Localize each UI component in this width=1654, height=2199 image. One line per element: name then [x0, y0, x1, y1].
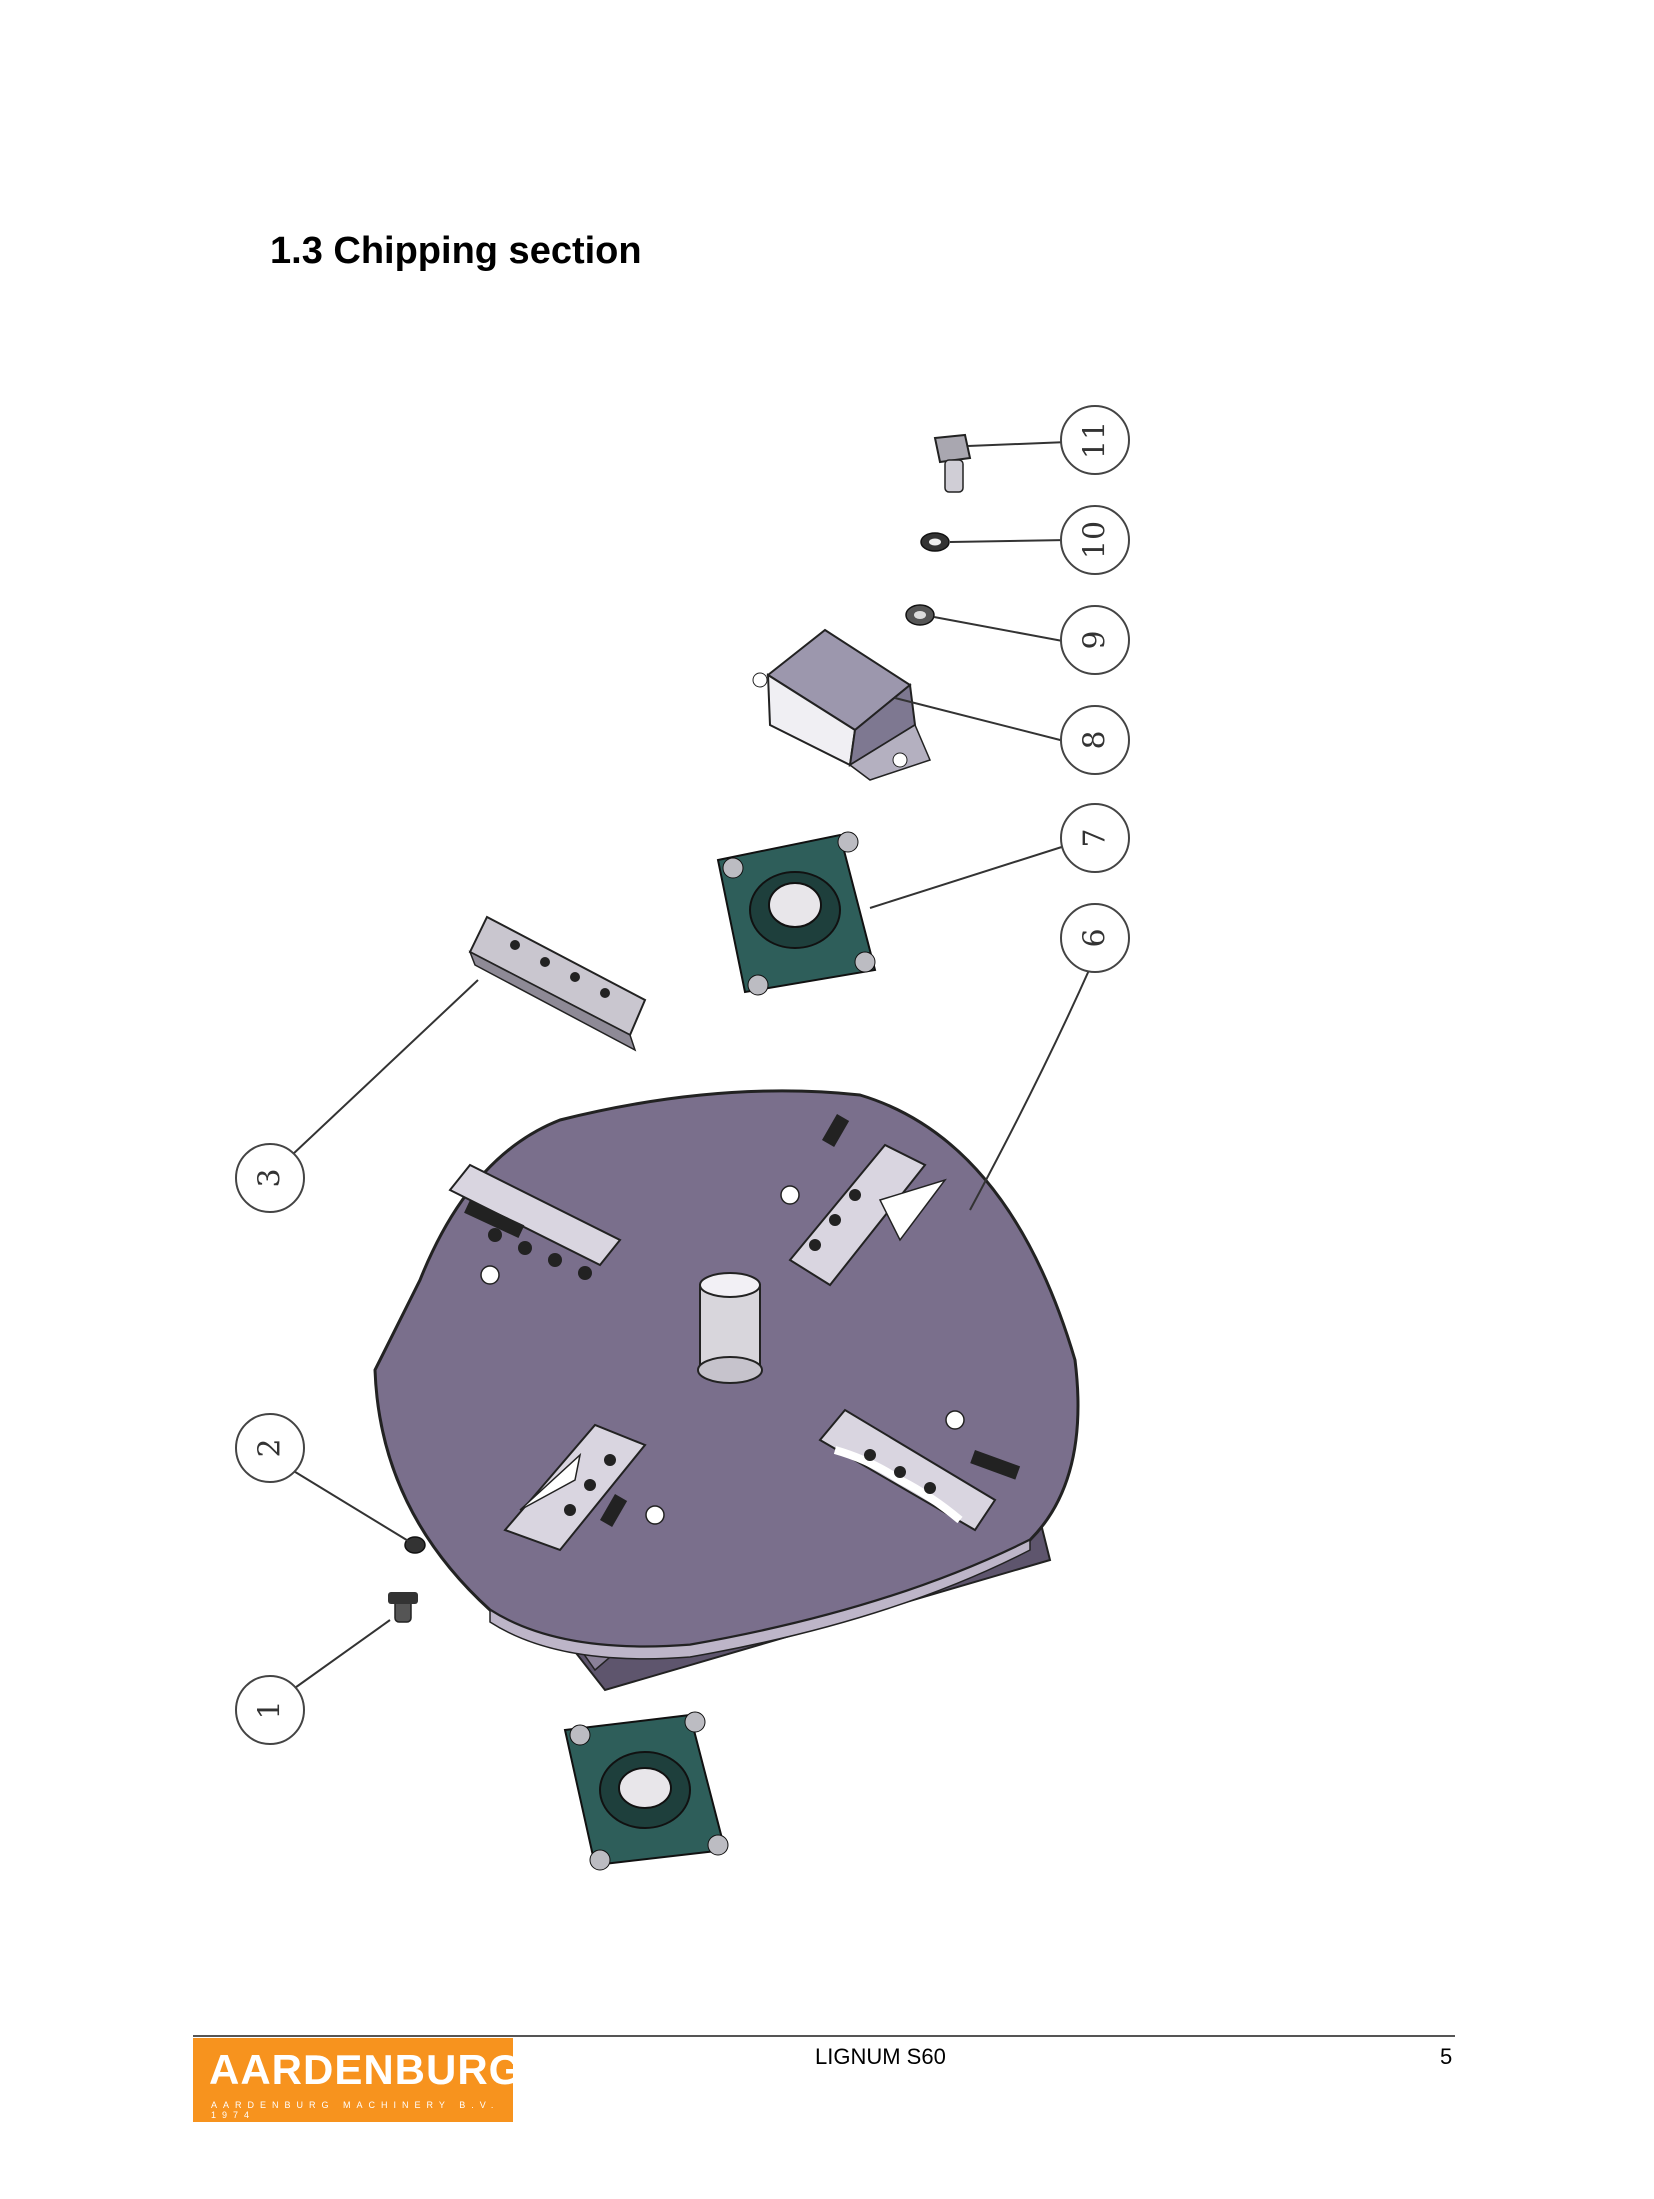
part-7-flange-bearing [716, 831, 877, 996]
callout-9: 9 [1060, 605, 1130, 675]
central-shaft [697, 1272, 763, 1384]
callout-label: 10 [1078, 521, 1113, 559]
section-heading: 1.3 Chipping section [270, 230, 642, 272]
callout-11: 11 [1060, 405, 1130, 475]
callout-2: 2 [235, 1413, 305, 1483]
footer-model: LIGNUM S60 [815, 2044, 946, 2069]
callout-label: 8 [1078, 730, 1113, 749]
callout-label: 11 [1078, 421, 1113, 459]
part-11-hex-bolt [933, 433, 972, 493]
leader-lines [291, 441, 1091, 1691]
page-number: 5 [1440, 2044, 1453, 2069]
footer-divider [193, 2035, 1455, 2037]
exploded-parts-diagram: 1 2 3 6 7 8 9 10 11 [235, 405, 1130, 1871]
part-3-knife [468, 915, 647, 1052]
part-2-nut [404, 1536, 426, 1554]
callout-label: 9 [1078, 630, 1113, 649]
knife-slot-upper-right [780, 1114, 947, 1287]
lower-flange-bearing [563, 1711, 729, 1871]
knife-slot-lower-left [503, 1423, 665, 1552]
part-10-washer [920, 532, 950, 552]
callout-label: 2 [253, 1438, 288, 1457]
company-logo: AARDENBURG AARDENBURG MACHINERY B.V. 197… [193, 2038, 521, 2122]
callout-label: 3 [253, 1168, 288, 1187]
part-1-bolt [388, 1592, 418, 1623]
logo-text: AARDENBURG [209, 2046, 523, 2093]
callout-1: 1 [235, 1675, 305, 1745]
part-9-washer [905, 604, 935, 626]
callout-label: 6 [1078, 928, 1113, 947]
callout-7: 7 [1060, 803, 1130, 873]
callout-6: 6 [1060, 903, 1130, 973]
knife-slot-lower-right [818, 1408, 1021, 1532]
callout-8: 8 [1060, 705, 1130, 775]
callout-label: 1 [253, 1700, 288, 1719]
callout-label: 7 [1078, 828, 1113, 847]
logo-subtext: AARDENBURG MACHINERY B.V. 1974 [211, 2100, 500, 2120]
callout-3: 3 [235, 1143, 305, 1213]
part-8-bracket [752, 628, 932, 781]
callout-10: 10 [1060, 505, 1130, 575]
knife-slot-upper-left [448, 1163, 622, 1285]
